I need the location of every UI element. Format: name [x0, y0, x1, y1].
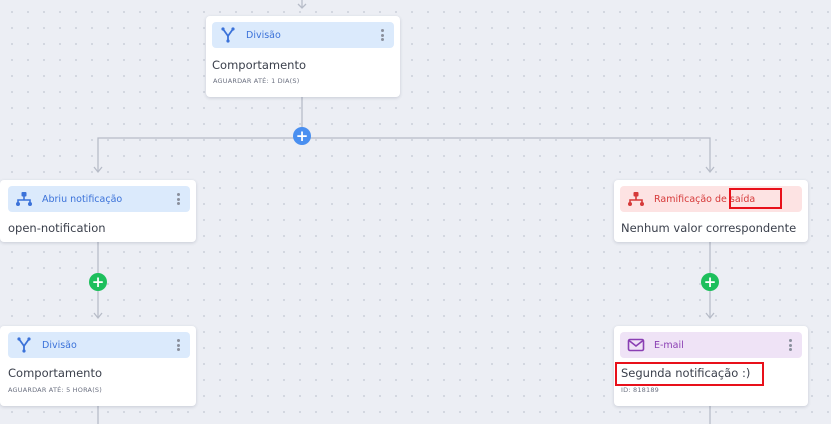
division-label: Divisão [42, 339, 77, 351]
more-options-icon[interactable] [174, 337, 182, 353]
branch-label: Abriu notificação [42, 193, 123, 205]
branch-header: Abriu notificação [8, 186, 190, 212]
wait-until-text: AGUARDAR ATÉ: 1 DIA(S) [213, 77, 300, 85]
email-header: E-mail [620, 332, 802, 358]
branch-icon [626, 190, 646, 208]
opened-notification-card[interactable]: Abriu notificação open-notification [0, 180, 196, 242]
add-step-button[interactable]: + [293, 127, 311, 145]
division-label: Divisão [246, 29, 281, 41]
add-step-button[interactable]: + [701, 273, 719, 291]
node-title: Nenhum valor correspondente [621, 221, 797, 235]
left-division-card[interactable]: Divisão Comportamento AGUARDAR ATÉ: 5 HO… [0, 326, 196, 406]
top-division-card[interactable]: Divisão Comportamento AGUARDAR ATÉ: 1 DI… [206, 16, 400, 97]
division-header: Divisão [212, 22, 394, 48]
split-icon [14, 336, 34, 354]
split-icon [218, 26, 238, 44]
email-id-text: ID: 818189 [621, 386, 659, 394]
email-label: E-mail [654, 339, 684, 351]
node-title: Comportamento [8, 366, 102, 380]
branch-icon [14, 190, 34, 208]
mail-icon [626, 336, 646, 354]
node-title: Comportamento [212, 58, 306, 72]
exit-branch-card[interactable]: Ramificação de saída Nenhum valor corres… [614, 180, 808, 242]
more-options-icon[interactable] [378, 27, 386, 43]
highlight-box [615, 362, 764, 386]
more-options-icon[interactable] [174, 191, 182, 207]
node-title: Segunda notificação :) [621, 366, 751, 380]
node-title: open-notification [8, 221, 106, 235]
division-header: Divisão [8, 332, 190, 358]
more-options-icon[interactable] [786, 337, 794, 353]
add-step-button[interactable]: + [89, 273, 107, 291]
branch-label: Ramificação de saída [654, 193, 756, 205]
highlight-box [729, 188, 782, 209]
wait-until-text: AGUARDAR ATÉ: 5 HORA(S) [8, 386, 102, 394]
email-card[interactable]: E-mail Segunda notificação :) ID: 818189 [614, 326, 808, 406]
